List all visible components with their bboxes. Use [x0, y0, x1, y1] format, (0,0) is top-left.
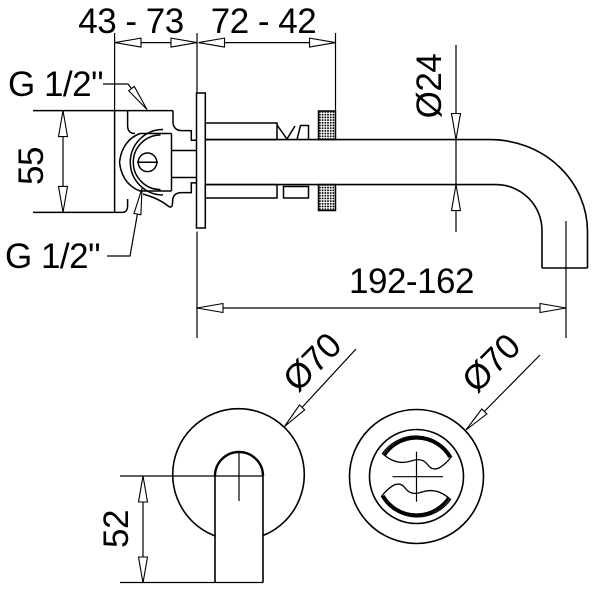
handle-front-view: Ø70	[348, 327, 541, 545]
leader-handle-diameter	[483, 354, 541, 412]
arrow-up-icon	[450, 184, 462, 212]
spout-tube-sides	[214, 476, 264, 583]
flange-front-view: Ø70 52	[97, 326, 357, 584]
body-bottom-edge	[33, 199, 129, 214]
lower-sleeve	[204, 183, 278, 199]
spout-inner-curve	[495, 183, 543, 268]
leader-flange-diameter	[301, 348, 357, 408]
arrow-left-icon	[196, 302, 224, 314]
side-view-dimension-lines	[62, 33, 567, 338]
handle-trim-circle	[348, 408, 485, 545]
side-view-arrowheads	[57, 37, 567, 314]
leader-arrow-icon	[127, 85, 148, 110]
arrow-down-icon	[57, 185, 69, 213]
spout-mount	[204, 110, 337, 212]
knurled-ring-top	[317, 110, 337, 141]
leader-bottom-connection	[107, 213, 138, 257]
body-top-step	[172, 110, 197, 142]
flange-diameter-label: Ø70	[276, 326, 349, 399]
arrow-right-icon	[308, 37, 336, 48]
leader-arrow-icon	[284, 404, 306, 427]
body-inner-step	[126, 110, 136, 135]
arrow-up-icon	[137, 475, 149, 503]
handle-diameter-label: Ø70	[455, 327, 528, 400]
arrow-left-icon	[114, 37, 142, 48]
arrow-left-icon	[198, 37, 226, 48]
cartridge-neck	[170, 149, 197, 179]
upper-clip-mark	[276, 124, 296, 141]
bottom-connection-label: G 1/2"	[5, 237, 100, 276]
top-connection-label: G 1/2"	[8, 65, 103, 104]
union-dome	[129, 128, 164, 196]
arrow-right-icon	[539, 302, 567, 314]
upper-sleeve	[204, 122, 278, 141]
wall-flange	[195, 92, 207, 229]
body-bottom-step	[142, 182, 197, 208]
leader-top-connection	[103, 83, 132, 89]
outlet-drop-label: 52	[97, 510, 136, 548]
reach-range-label: 192-162	[349, 262, 474, 301]
flange-view-arrowheads	[137, 404, 306, 584]
body-height-label: 55	[12, 147, 51, 185]
spout-diameter-label: Ø24	[410, 54, 449, 119]
lower-block	[282, 185, 310, 199]
spout-tube-mask	[215, 452, 263, 583]
arrow-down-icon	[137, 556, 149, 584]
dim-spout-adjust-label: 72 - 42	[211, 2, 316, 41]
arrow-right-icon	[170, 37, 198, 48]
spout-outer-curve	[489, 138, 589, 268]
valve-body	[33, 109, 197, 214]
leader-arrow-icon	[465, 408, 488, 431]
arrow-down-icon	[450, 112, 462, 140]
side-view: 43 - 73 72 - 42 G 1/2" 55 Ø24 G 1/2" 192…	[5, 2, 589, 338]
upper-wedge	[296, 124, 310, 140]
dim-depth-range-label: 43 - 73	[78, 2, 183, 41]
arrow-up-icon	[57, 110, 69, 138]
spout-pipe	[205, 138, 589, 269]
knurled-ring-bottom	[317, 183, 337, 212]
handle-view-lines	[392, 354, 541, 502]
handle-inner-circle	[368, 428, 465, 525]
leader-arrow-icon	[133, 188, 143, 216]
hex-nut	[118, 132, 173, 192]
